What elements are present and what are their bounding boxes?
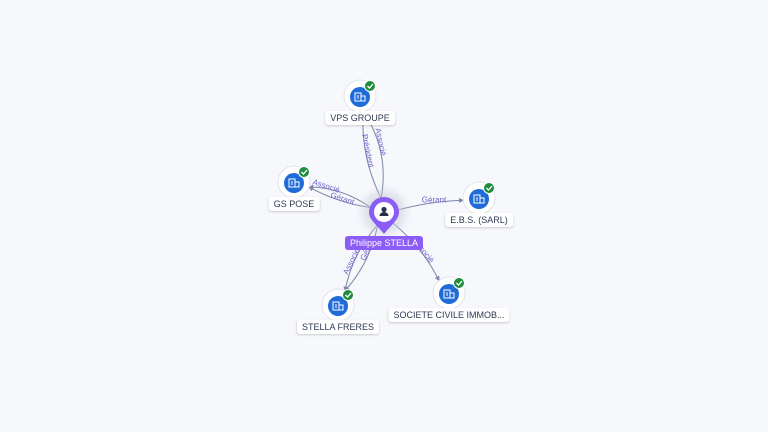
company-node-circle xyxy=(469,189,489,209)
building-icon xyxy=(332,301,344,311)
company-node[interactable] xyxy=(277,165,311,199)
company-node-circle xyxy=(439,284,459,304)
person-name-label[interactable]: Philippe STELLA xyxy=(344,236,424,250)
company-name-label[interactable]: VPS GROUPE xyxy=(325,111,395,125)
company-node[interactable] xyxy=(462,181,496,215)
building-icon xyxy=(354,92,366,102)
relation-label: Gérant xyxy=(422,196,447,205)
company-name-label[interactable]: GS POSE xyxy=(268,197,320,211)
relation-label: Président xyxy=(360,133,376,169)
relation-label: Associé xyxy=(341,246,362,276)
relation-edge xyxy=(392,222,440,282)
company-name-label[interactable]: STELLA FRERES xyxy=(296,320,380,334)
building-icon xyxy=(288,178,300,188)
company-node[interactable] xyxy=(343,79,377,113)
relation-label: Associé xyxy=(311,177,341,195)
company-name-label[interactable]: SOCIETE CIVILE IMMOB... xyxy=(388,308,510,322)
company-node-circle xyxy=(328,296,348,316)
person-icon xyxy=(379,206,389,216)
company-node-circle xyxy=(350,87,370,107)
verified-check-icon xyxy=(298,166,310,178)
verified-check-icon xyxy=(483,182,495,194)
person-node[interactable] xyxy=(362,190,406,234)
verified-check-icon xyxy=(453,277,465,289)
verified-check-icon xyxy=(364,80,376,92)
verified-check-icon xyxy=(342,289,354,301)
building-icon xyxy=(473,194,485,204)
company-name-label[interactable]: E.B.S. (SARL) xyxy=(445,213,513,227)
company-node[interactable] xyxy=(321,288,355,322)
building-icon xyxy=(443,289,455,299)
company-node[interactable] xyxy=(432,276,466,310)
relation-label: Associé xyxy=(373,127,388,157)
company-node-circle xyxy=(284,173,304,193)
